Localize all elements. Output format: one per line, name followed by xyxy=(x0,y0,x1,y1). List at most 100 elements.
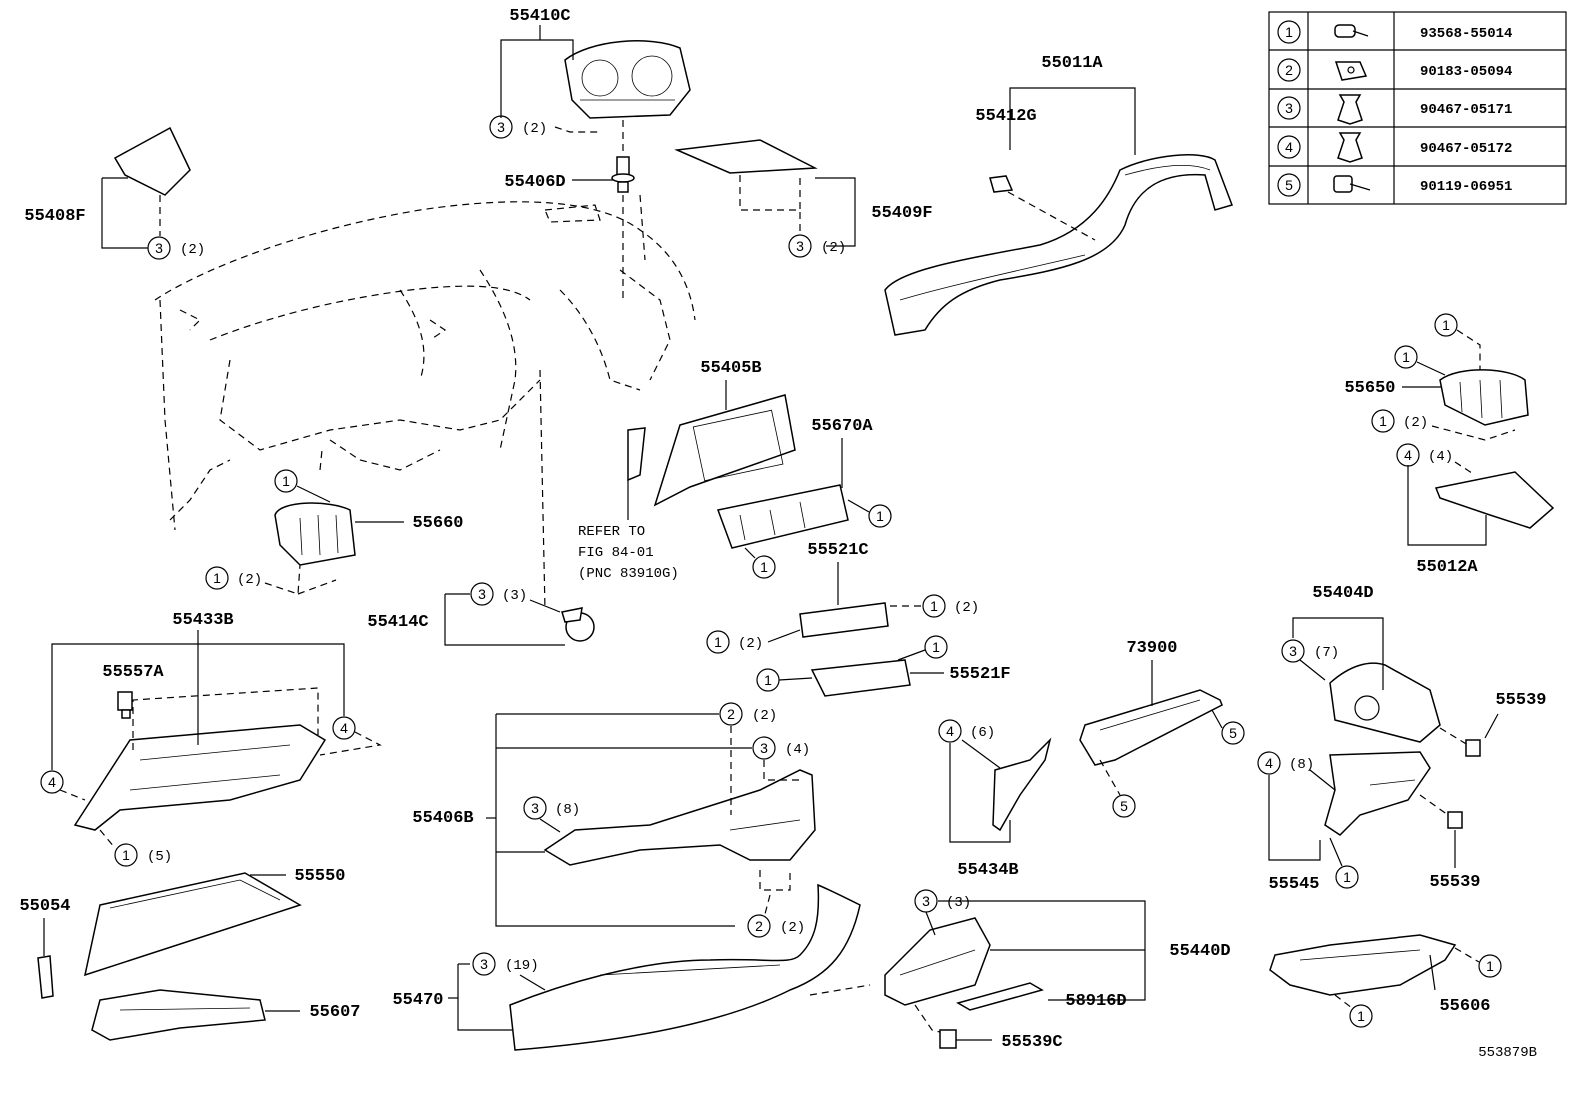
part-label: 55433B xyxy=(172,611,233,630)
svg-text:(2): (2) xyxy=(780,920,805,936)
part-55550[interactable]: 55550 xyxy=(83,867,346,977)
part-label: 55054 xyxy=(19,897,70,916)
part-55650[interactable]: 55650 1 1 1 (2) xyxy=(1344,313,1529,441)
legend-num: 1 xyxy=(1285,24,1293,40)
svg-text:(2): (2) xyxy=(180,242,205,258)
part-55405B[interactable]: 55405B REFER TO FIG 84-01 (PNC 83910G) xyxy=(578,359,796,582)
svg-text:1: 1 xyxy=(1379,413,1387,429)
part-55433B[interactable]: 55433B 4 4 1 (5) 55557A xyxy=(40,611,382,867)
part-55054[interactable]: 55054 xyxy=(19,897,71,999)
part-55539-upper[interactable] xyxy=(1465,739,1481,757)
svg-text:5: 5 xyxy=(1120,798,1128,814)
part-55670A[interactable]: 55670A 1 1 xyxy=(716,417,892,579)
legend-row-2: 2 90183-05094 xyxy=(1277,58,1512,82)
part-55414C[interactable]: 55414C 3 (3) xyxy=(367,369,595,646)
part-73900[interactable]: 73900 5 5 xyxy=(1079,639,1245,818)
legend-row-5: 5 90119-06951 xyxy=(1277,173,1512,197)
part-55406D[interactable]: 55406D xyxy=(504,120,646,300)
part-55545[interactable]: 55545 4 (8) 1 55539 xyxy=(1257,751,1481,894)
svg-text:3: 3 xyxy=(1289,643,1297,659)
reference-note: REFER TO FIG 84-01 (PNC 83910G) xyxy=(578,524,679,582)
svg-text:3: 3 xyxy=(155,240,163,256)
svg-text:3: 3 xyxy=(480,956,488,972)
svg-text:REFER TO: REFER TO xyxy=(578,524,645,540)
part-55012A[interactable]: 55012A 4 (4) xyxy=(1396,443,1555,577)
part-55557A[interactable] xyxy=(117,691,133,719)
part-55470[interactable]: 55470 3 (19) xyxy=(392,883,871,1051)
svg-text:3: 3 xyxy=(922,893,930,909)
part-label: 55607 xyxy=(309,1003,360,1022)
part-label: 55406D xyxy=(504,173,565,192)
part-55404D[interactable]: 55404D 3 (7) 55539 xyxy=(1281,584,1547,757)
part-55539C[interactable] xyxy=(939,1029,957,1049)
svg-text:1: 1 xyxy=(282,473,290,489)
legend-part-number: 93568-55014 xyxy=(1420,26,1512,42)
legend-num: 4 xyxy=(1285,139,1293,155)
svg-text:4: 4 xyxy=(946,723,954,739)
part-55410C[interactable]: 55410C 3 (2) xyxy=(489,7,691,139)
legend-num: 5 xyxy=(1285,177,1293,193)
part-55606[interactable]: 55606 1 1 xyxy=(1269,934,1502,1028)
svg-text:1: 1 xyxy=(1442,317,1450,333)
svg-text:3: 3 xyxy=(478,586,486,602)
part-55011A[interactable]: 55011A 55412G xyxy=(884,54,1233,336)
svg-text:(2): (2) xyxy=(821,240,846,256)
part-55406B[interactable]: 55406B 2 (2) 3 (4) 3 (8) 2 (2) xyxy=(412,702,816,938)
part-55539-lower[interactable] xyxy=(1447,811,1463,829)
part-label: 55409F xyxy=(871,204,932,223)
svg-text:1: 1 xyxy=(122,847,130,863)
legend-num: 3 xyxy=(1285,100,1293,116)
svg-text:(6): (6) xyxy=(970,725,995,741)
part-55409F[interactable]: 55409F 3 (2) xyxy=(674,139,933,258)
part-55607[interactable]: 55607 xyxy=(91,989,361,1041)
svg-text:(2): (2) xyxy=(738,636,763,652)
svg-text:4: 4 xyxy=(340,720,348,736)
svg-text:1: 1 xyxy=(760,559,768,575)
svg-text:4: 4 xyxy=(48,774,56,790)
svg-text:(3): (3) xyxy=(946,895,971,911)
part-label: 55412G xyxy=(975,107,1036,126)
legend-row-3: 3 90467-05171 xyxy=(1277,94,1512,125)
svg-text:2: 2 xyxy=(727,706,735,722)
dashboard-reinforcement-outline xyxy=(154,201,696,531)
part-label: 55470 xyxy=(392,991,443,1010)
svg-text:(19): (19) xyxy=(505,958,539,974)
part-55434B[interactable]: 55434B 4 (6) xyxy=(938,719,1052,880)
part-55440D[interactable]: 55440D 3 (3) 58916D 55539C xyxy=(884,889,1231,1052)
part-label: 55550 xyxy=(294,867,345,886)
svg-text:(PNC 83910G): (PNC 83910G) xyxy=(578,566,679,582)
part-label: 55650 xyxy=(1344,379,1395,398)
part-label: 58916D xyxy=(1065,992,1126,1011)
svg-text:(4): (4) xyxy=(1428,449,1453,465)
svg-text:(4): (4) xyxy=(785,742,810,758)
svg-text:2: 2 xyxy=(755,918,763,934)
svg-text:(2): (2) xyxy=(954,600,979,616)
part-label: 55521C xyxy=(807,541,868,560)
figure-id: 553879B xyxy=(1478,1045,1537,1061)
part-55412G[interactable] xyxy=(989,175,1014,193)
svg-text:3: 3 xyxy=(760,740,768,756)
part-label: 55539C xyxy=(1001,1033,1062,1052)
part-label: 55406B xyxy=(412,809,473,828)
part-label: 55606 xyxy=(1439,997,1490,1016)
svg-text:(5): (5) xyxy=(147,849,172,865)
push-clip-icon xyxy=(1337,94,1363,125)
part-55408F[interactable]: 55408F 3 (2) xyxy=(24,126,205,260)
svg-text:(2): (2) xyxy=(1403,415,1428,431)
svg-text:5: 5 xyxy=(1229,725,1237,741)
part-label: 55408F xyxy=(24,207,85,226)
part-58916D[interactable] xyxy=(956,982,1044,1011)
svg-text:1: 1 xyxy=(930,598,938,614)
part-label: 55660 xyxy=(412,514,463,533)
svg-text:1: 1 xyxy=(714,634,722,650)
svg-text:(7): (7) xyxy=(1314,645,1339,661)
legend-part-number: 90119-06951 xyxy=(1420,179,1512,195)
svg-text:4: 4 xyxy=(1265,755,1273,771)
svg-text:1: 1 xyxy=(1343,869,1351,885)
part-55521F[interactable]: 55521F 1 1 xyxy=(756,635,1011,697)
part-55660[interactable]: 55660 1 1 (2) xyxy=(205,449,464,595)
part-55521C[interactable]: 55521C 1 (2) 1 (2) xyxy=(706,541,979,654)
screw-icon xyxy=(1334,24,1369,38)
svg-text:(8): (8) xyxy=(555,802,580,818)
svg-text:3: 3 xyxy=(531,800,539,816)
